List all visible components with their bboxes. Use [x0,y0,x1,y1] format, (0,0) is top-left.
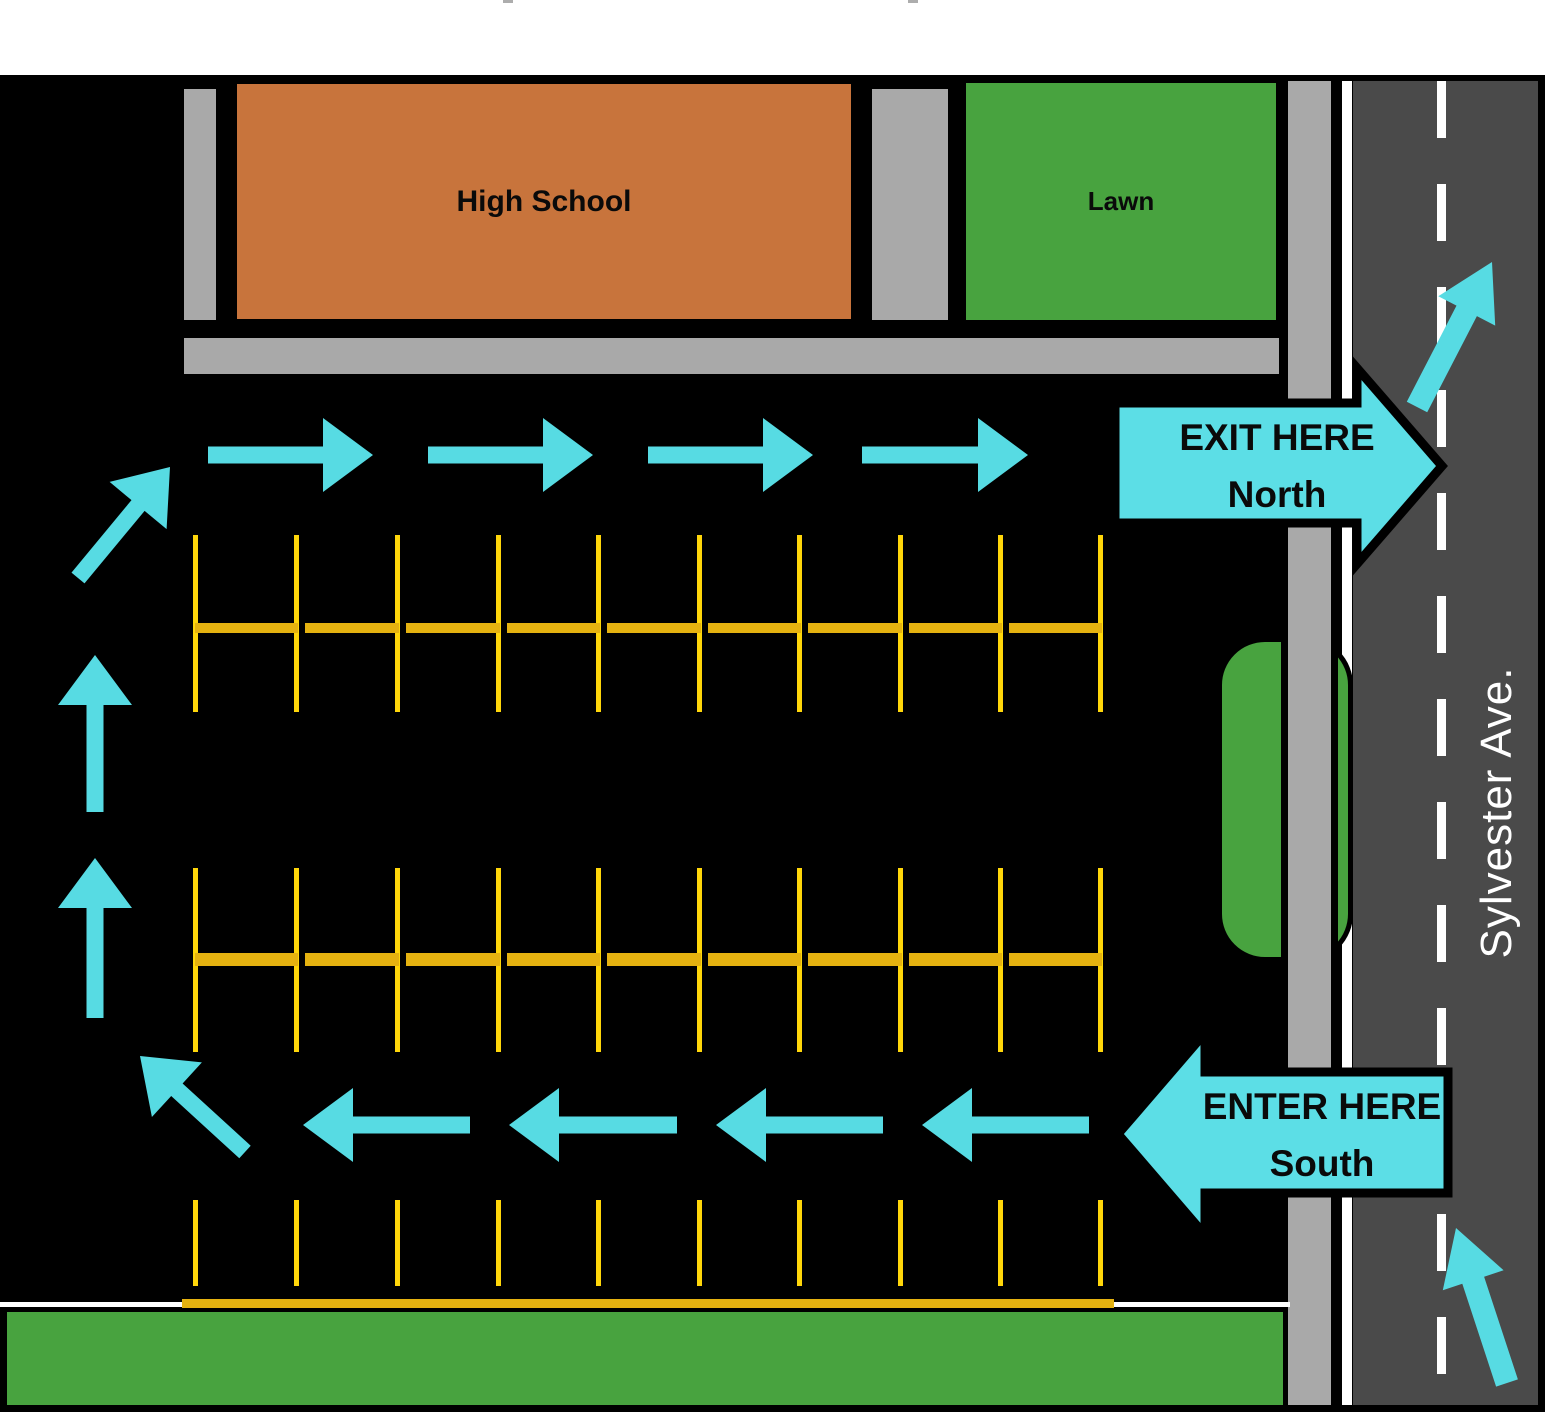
flow-left-4 [922,1088,1089,1162]
road-center-dashed-line [1437,81,1446,1405]
enter-arrow [1112,1020,1453,1248]
exit-sign-line1: EXIT HERE [1179,417,1375,458]
high-school-label: High School [456,184,632,218]
flow-diag-up-left [140,1056,251,1159]
sidewalk-horizontal [178,332,1285,380]
exit-arrow [1110,355,1448,577]
flow-up-1 [58,655,132,812]
flow-right-2 [428,418,593,492]
sidewalk-strip-middle [866,83,954,326]
cutoff-title-remnant [503,0,513,3]
flow-left-1 [303,1088,470,1162]
flow-left-2 [509,1088,677,1162]
top-white-band [0,0,1545,75]
flow-right-3 [648,418,813,492]
flow-right-1 [208,418,373,492]
lawn-label: Lawn [1087,186,1155,216]
road-exit-arrow [1406,262,1496,413]
flow-up-2 [58,858,132,1018]
exit-sign-line2: North [1227,474,1327,515]
flow-left-3 [716,1088,883,1162]
lawn-area: Lawn [960,77,1282,326]
high-school-building: High School [230,77,858,326]
enter-sign-line1: ENTER HERE [1202,1086,1442,1127]
flow-right-4 [862,418,1028,492]
sidewalk-strip-left [178,83,222,326]
road-approach-arrow [1442,1228,1518,1387]
flow-diag-up-right [71,467,170,584]
cutoff-title-remnant [908,0,918,3]
enter-sign-line2: South [1269,1143,1375,1184]
grass-strip-bottom [7,1312,1283,1405]
